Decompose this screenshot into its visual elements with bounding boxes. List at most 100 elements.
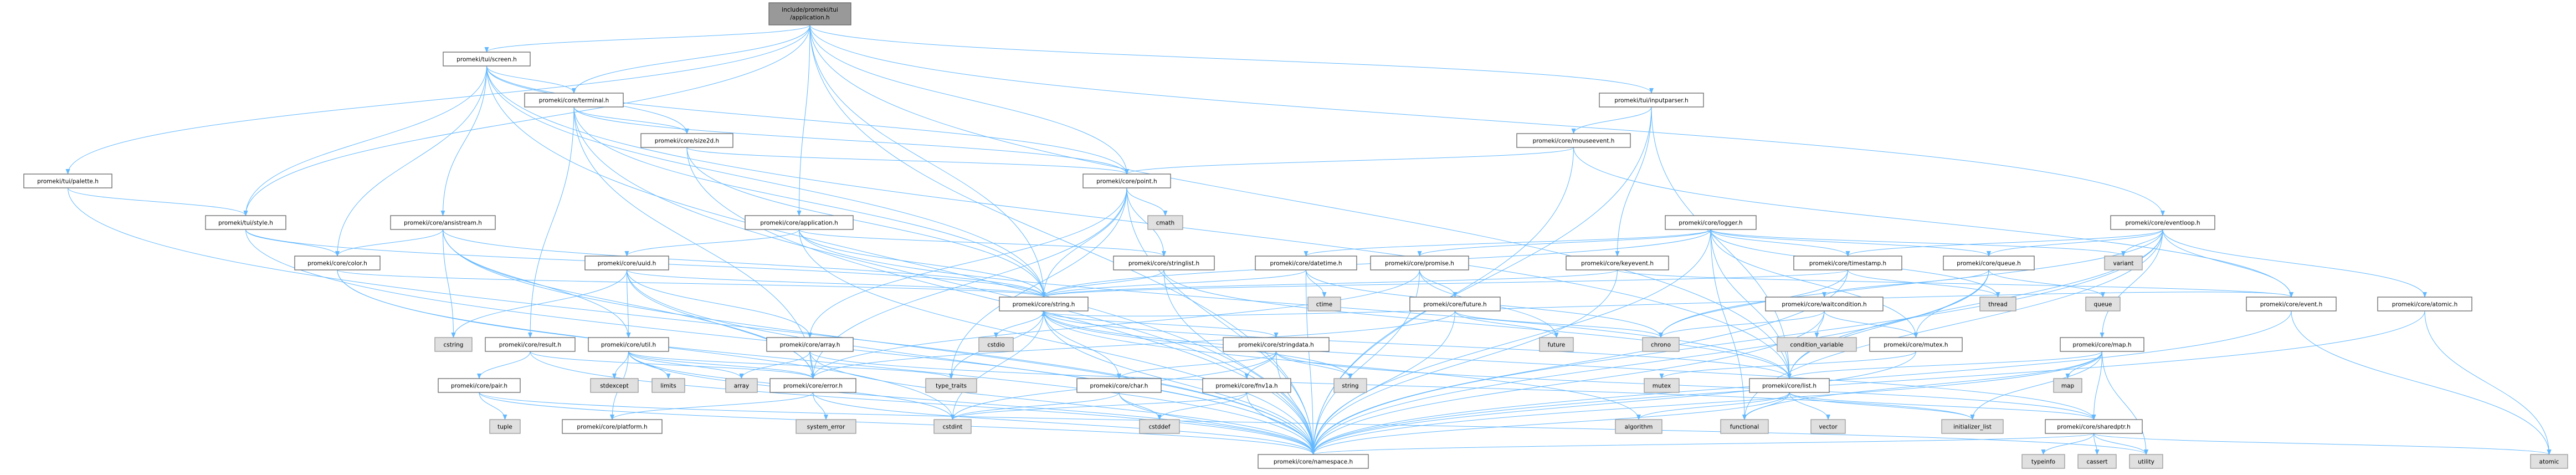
node-label: stdexcept xyxy=(600,383,629,390)
node-queue[interactable]: promeki/core/queue.h xyxy=(1943,256,2035,270)
node-label: promeki/core/promise.h xyxy=(1385,261,1454,267)
node-label: cassert xyxy=(2086,459,2107,466)
edge-uuid-to-array xyxy=(627,269,812,338)
node-promise[interactable]: promeki/core/promise.h xyxy=(1370,256,1469,270)
node-point[interactable]: promeki/core/point.h xyxy=(1082,173,1171,188)
node-terminal[interactable]: promeki/core/terminal.h xyxy=(524,93,624,108)
node-inputparser[interactable]: promeki/tui/inputparser.h xyxy=(1599,93,1704,108)
node-keyevent[interactable]: promeki/core/keyevent.h xyxy=(1566,256,1669,270)
node-box xyxy=(438,378,521,393)
edge-string-to-char xyxy=(1043,310,1121,379)
node-futureh[interactable]: promeki/core/future.h xyxy=(1409,297,1501,311)
node-box xyxy=(590,378,639,393)
node-label: promeki/core/queue.h xyxy=(1957,261,2021,267)
node-box xyxy=(1076,378,1162,393)
edge-atomich-to-atomic xyxy=(2424,310,2552,455)
node-chrono: chrono xyxy=(1642,337,1680,352)
node-label: promeki/core/application.h xyxy=(760,220,838,227)
node-label: promeki/core/platform.h xyxy=(577,424,647,431)
node-eventloop[interactable]: promeki/core/eventloop.h xyxy=(2110,215,2215,230)
edge-eventloop-to-variant xyxy=(2121,229,2163,257)
edge-error-to-system_error xyxy=(813,392,828,420)
node-pair[interactable]: promeki/core/pair.h xyxy=(438,378,521,393)
node-style[interactable]: promeki/tui/style.h xyxy=(205,215,286,230)
edge-list-to-sharedptr xyxy=(1789,392,2096,420)
node-sharedptr[interactable]: promeki/core/sharedptr.h xyxy=(2045,419,2143,434)
node-root: include/promeki/tui/application.h xyxy=(768,2,851,25)
node-stringlist[interactable]: promeki/core/stringlist.h xyxy=(1113,256,1215,270)
edge-string-to-namespace xyxy=(1043,310,1316,455)
node-size2d[interactable]: promeki/core/size2d.h xyxy=(640,133,733,148)
node-palette[interactable]: promeki/tui/palette.h xyxy=(23,173,112,188)
edge-eventloop-to-timestamp xyxy=(1845,229,2163,257)
node-ansistream[interactable]: promeki/core/ansistream.h xyxy=(390,215,496,230)
node-list[interactable]: promeki/core/list.h xyxy=(1749,378,1830,393)
node-label: tuple xyxy=(497,424,512,431)
node-box xyxy=(725,378,758,393)
node-mouseevent[interactable]: promeki/core/mouseevent.h xyxy=(1516,133,1631,148)
node-atomich[interactable]: promeki/core/atomic.h xyxy=(2377,297,2472,311)
node-label: include/promeki/tui/application.h xyxy=(782,7,838,21)
node-string[interactable]: promeki/core/string.h xyxy=(999,297,1089,311)
node-box xyxy=(2104,256,2143,270)
node-thread: thread xyxy=(1979,297,2016,311)
node-mutexh[interactable]: promeki/core/mutex.h xyxy=(1869,337,1963,352)
node-mutex: mutex xyxy=(1644,378,1680,393)
node-fnv1a[interactable]: promeki/core/fnv1a.h xyxy=(1202,378,1291,393)
edge-string-to-cstdint xyxy=(950,310,1044,420)
node-util[interactable]: promeki/core/util.h xyxy=(588,337,669,352)
node-box xyxy=(1516,133,1631,148)
edge-point-to-stringlist xyxy=(1126,187,1166,257)
node-char[interactable]: promeki/core/char.h xyxy=(1076,378,1162,393)
node-label: promeki/core/namespace.h xyxy=(1274,459,1353,466)
node-stringdata[interactable]: promeki/core/stringdata.h xyxy=(1223,337,1330,352)
node-array[interactable]: promeki/core/array.h xyxy=(766,337,854,352)
node-label: algorithm xyxy=(1625,424,1653,431)
edge-palette-to-style xyxy=(68,187,248,216)
node-waitcondition[interactable]: promeki/core/waitcondition.h xyxy=(1765,297,1884,311)
node-queue_std: queue xyxy=(2085,297,2121,311)
node-namespace[interactable]: promeki/core/namespace.h xyxy=(1258,454,1369,469)
edge-eventloop-to-map xyxy=(2100,229,2163,338)
node-uuid[interactable]: promeki/core/uuid.h xyxy=(584,256,669,270)
edge-util-to-array_std xyxy=(628,351,744,379)
node-map[interactable]: promeki/core/map.h xyxy=(2060,337,2144,352)
node-limits: limits xyxy=(651,378,685,393)
edge-eventloop-to-atomich xyxy=(2162,229,2427,298)
edge-screen-to-point xyxy=(486,65,1129,175)
node-atomic: atomic xyxy=(2530,454,2568,469)
node-label: future xyxy=(1548,342,1566,349)
node-timestamp[interactable]: promeki/core/timestamp.h xyxy=(1793,256,1902,270)
edge-mouseevent-to-point xyxy=(1125,147,1574,175)
node-datetime[interactable]: promeki/core/datetime.h xyxy=(1255,256,1357,270)
edge-util-to-error xyxy=(628,351,815,379)
node-color[interactable]: promeki/core/color.h xyxy=(294,256,381,270)
node-label: limits xyxy=(660,383,676,390)
node-box xyxy=(2077,454,2117,469)
node-screen[interactable]: promeki/tui/screen.h xyxy=(443,52,531,67)
edge-stringdata-to-namespace xyxy=(1276,351,1316,455)
node-ctime: ctime xyxy=(1307,297,1341,311)
edge-timestamp-to-chrono xyxy=(1659,269,1848,338)
node-functional: functional xyxy=(1720,419,1769,434)
node-appcore[interactable]: promeki/core/application.h xyxy=(745,215,854,230)
edge-stringlist-to-string xyxy=(1041,269,1164,298)
edge-futureh-to-chrono xyxy=(1455,310,1663,338)
node-platform[interactable]: promeki/core/platform.h xyxy=(562,419,663,434)
edge-root-to-appcore xyxy=(797,24,810,216)
node-error[interactable]: promeki/core/error.h xyxy=(769,378,856,393)
edge-list-to-namespace xyxy=(1311,392,1790,455)
edge-queue-to-waitcondition xyxy=(1822,269,1989,298)
node-box xyxy=(443,52,531,67)
node-logger[interactable]: promeki/core/logger.h xyxy=(1665,215,1757,230)
node-event[interactable]: promeki/core/event.h xyxy=(2246,297,2337,311)
node-label: promeki/core/keyevent.h xyxy=(1581,261,1654,267)
edge-keyevent-to-string xyxy=(1041,269,1618,298)
edge-map-to-initializer_list xyxy=(1970,351,2102,420)
node-label: cstdint xyxy=(943,424,963,431)
edge-datetime-to-ctime xyxy=(1306,269,1327,298)
edge-list-to-vector xyxy=(1789,392,1830,420)
edge-ansistream-to-cstring xyxy=(443,229,456,338)
node-box xyxy=(1810,419,1846,434)
node-result[interactable]: promeki/core/result.h xyxy=(485,337,576,352)
